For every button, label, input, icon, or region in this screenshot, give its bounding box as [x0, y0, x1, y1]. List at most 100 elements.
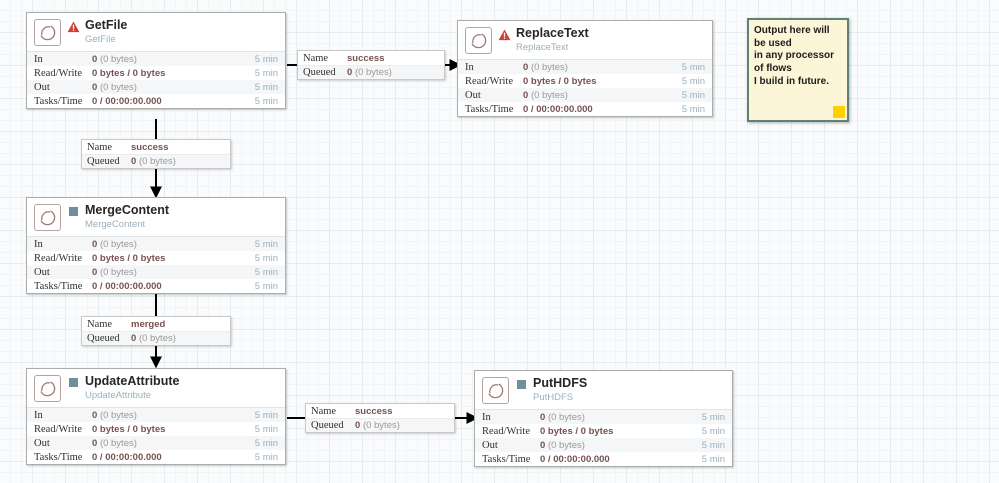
- processor-type-label: UpdateAttribute: [85, 390, 152, 402]
- stat-value: 0 / 00:00:00.000: [92, 96, 255, 107]
- processor-type-label: GetFile: [85, 34, 116, 46]
- connection-queued-size: (0 bytes): [138, 156, 176, 167]
- stat-row: Read/Write 0 bytes / 0 bytes 5 min: [27, 251, 285, 265]
- stat-timeframe: 5 min: [254, 266, 278, 278]
- stat-label: Read/Write: [465, 75, 513, 87]
- stat-timeframe: 5 min: [254, 451, 278, 463]
- connection-queued-size: (0 bytes): [138, 333, 176, 344]
- stat-value-suffix: (0 bytes): [99, 81, 137, 93]
- connection-queued-key: Queued: [303, 67, 336, 78]
- processor-type-icon: [482, 377, 509, 404]
- connection-queued-size: (0 bytes): [362, 420, 400, 431]
- processor-type-icon: [34, 204, 61, 231]
- stat-timeframe: 5 min: [701, 411, 725, 423]
- stat-row: Tasks/Time 0 / 00:00:00.000 5 min: [27, 279, 285, 293]
- warning-icon: [498, 28, 511, 41]
- connection-relationship-name: success: [355, 405, 393, 417]
- stat-label: Tasks/Time: [34, 451, 83, 463]
- stopped-icon: [67, 205, 80, 218]
- stat-value-primary: 0 / 00:00:00.000: [92, 280, 162, 292]
- connection-queued-count: 0: [131, 333, 137, 344]
- stat-value-primary: 0 bytes / 0 bytes: [92, 252, 166, 264]
- connection-name-key: Name: [303, 52, 329, 64]
- stat-value-suffix: (0 bytes): [99, 437, 137, 449]
- stat-label: In: [482, 411, 491, 423]
- stat-value: 0 (0 bytes): [92, 239, 255, 250]
- processor-name: ReplaceText: [516, 26, 589, 40]
- stat-timeframe: 5 min: [681, 89, 705, 101]
- processor-type-icon: [34, 19, 61, 46]
- stat-value-primary: 0: [92, 238, 98, 250]
- stat-value-primary: 0 bytes / 0 bytes: [92, 67, 166, 79]
- stat-timeframe: 5 min: [681, 103, 705, 115]
- stat-label: Read/Write: [482, 425, 530, 437]
- stat-label: Tasks/Time: [465, 103, 514, 115]
- stat-label: Tasks/Time: [34, 280, 83, 292]
- stat-label: In: [34, 238, 43, 250]
- warning-icon: [67, 20, 80, 33]
- stopped-icon: [67, 376, 80, 389]
- stat-label: In: [465, 61, 474, 73]
- sticky-note[interactable]: Output here will be used in any processo…: [747, 18, 849, 122]
- stat-value: 0 / 00:00:00.000: [523, 104, 682, 115]
- stat-value-suffix: (0 bytes): [530, 61, 568, 73]
- processor-type-icon: [34, 375, 61, 402]
- processor-name: UpdateAttribute: [85, 374, 180, 388]
- connection-queued-size: (0 bytes): [354, 67, 392, 78]
- sticky-note-text: Output here will be used in any processo…: [754, 25, 835, 87]
- connection-queued-count: 0: [355, 420, 361, 431]
- stat-timeframe: 5 min: [254, 437, 278, 449]
- connection-queued-value: 0 (0 bytes): [347, 67, 392, 78]
- stat-timeframe: 5 min: [701, 439, 725, 451]
- stat-timeframe: 5 min: [681, 75, 705, 87]
- stat-label: Read/Write: [34, 252, 82, 264]
- stat-timeframe: 5 min: [254, 252, 278, 264]
- processor-name: GetFile: [85, 18, 128, 32]
- stat-timeframe: 5 min: [254, 280, 278, 292]
- stat-value-primary: 0 / 00:00:00.000: [540, 453, 610, 465]
- stat-value: 0 / 00:00:00.000: [92, 452, 255, 463]
- processor-type-label: ReplaceText: [516, 42, 569, 54]
- connection-name-key: Name: [87, 318, 113, 330]
- stat-value-suffix: (0 bytes): [99, 53, 137, 65]
- stat-value: 0 (0 bytes): [92, 82, 255, 93]
- stat-timeframe: 5 min: [701, 425, 725, 437]
- stopped-icon: [515, 378, 528, 391]
- stat-value: 0 (0 bytes): [92, 410, 255, 421]
- stat-value: 0 (0 bytes): [92, 54, 255, 65]
- processor-type-label: PutHDFS: [533, 392, 574, 404]
- stat-value-suffix: (0 bytes): [530, 89, 568, 101]
- stat-value-primary: 0 / 00:00:00.000: [92, 95, 162, 107]
- stat-value: 0 (0 bytes): [523, 62, 682, 73]
- stat-value: 0 (0 bytes): [92, 267, 255, 278]
- connection-queued-count: 0: [347, 67, 353, 78]
